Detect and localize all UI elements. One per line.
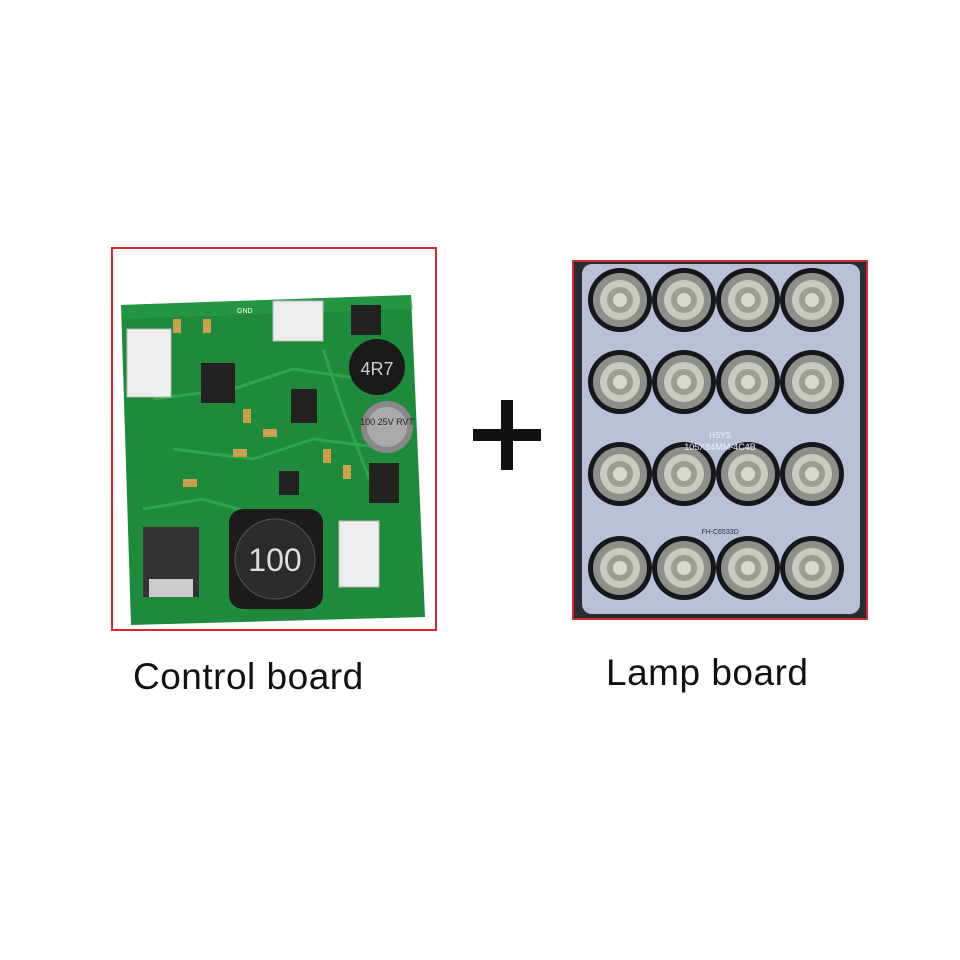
led-lens — [652, 350, 716, 414]
inductor-large-marking: 100 — [248, 542, 301, 578]
led-lens — [780, 268, 844, 332]
led-lens — [588, 442, 652, 506]
control-board-image: 4R7 100 25V RVT 100 GND — [111, 247, 437, 631]
gnd-marking: GND — [237, 308, 253, 315]
led-lens — [716, 350, 780, 414]
lamp-board-image: HSYS 105X84MM-4C4B FH-C6533D — [572, 260, 868, 620]
led-lens — [716, 268, 780, 332]
led-lens — [588, 350, 652, 414]
lamp-code-marking: FH-C6533D — [701, 529, 738, 536]
lamp-brand-marking: HSYS — [709, 431, 731, 440]
led-lens — [716, 536, 780, 600]
lamp-board-caption: Lamp board — [606, 652, 809, 693]
led-lens — [780, 536, 844, 600]
led-lens — [780, 350, 844, 414]
led-lens — [652, 268, 716, 332]
led-lens — [588, 268, 652, 332]
led-lens — [652, 536, 716, 600]
lamp-model-marking: 105X84MM-4C4B — [684, 442, 756, 452]
plus-sign — [473, 400, 545, 472]
led-lens — [652, 442, 716, 506]
control-board-caption: Control board — [133, 656, 364, 697]
inductor-marking: 4R7 — [360, 359, 393, 379]
led-lens — [780, 442, 844, 506]
led-lens — [716, 442, 780, 506]
capacitor-marking: 100 25V RVT — [360, 417, 414, 427]
led-lens — [588, 536, 652, 600]
